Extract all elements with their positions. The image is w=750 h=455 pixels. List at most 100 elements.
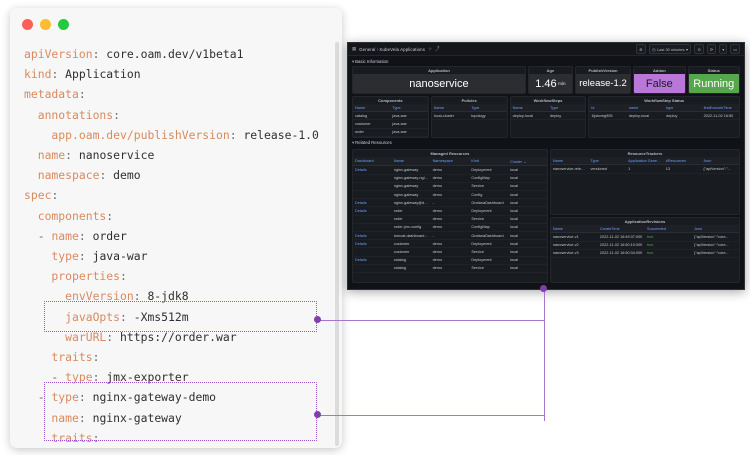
column-header[interactable]: #Resources [663, 157, 702, 166]
code-token: : [106, 208, 114, 223]
time-range-picker[interactable]: ◷ Last 30 minutes ▾ [648, 44, 692, 54]
details-link[interactable]: Details [353, 231, 392, 241]
minimize-icon[interactable] [40, 18, 51, 30]
column-header[interactable]: Name [550, 157, 589, 166]
details-link[interactable]: Details [353, 239, 392, 249]
column-header[interactable]: Type [547, 104, 586, 113]
table-cell: catalog [391, 264, 431, 273]
zoom-icon[interactable] [58, 18, 69, 30]
code-token: traits [24, 430, 93, 445]
panel-title: Managed Resources [430, 151, 470, 157]
column-header[interactable]: Name [510, 104, 548, 113]
zoom-out-icon[interactable]: ⊖ [694, 44, 704, 54]
close-icon[interactable] [22, 18, 33, 30]
code-line: traits: [24, 428, 342, 448]
refresh-icon[interactable]: ⟳ [706, 44, 717, 54]
code-token: - [24, 370, 66, 385]
chevron-down-icon[interactable]: ▾ [352, 140, 355, 146]
code-token: traits [24, 350, 93, 365]
table-cell: local [508, 182, 547, 192]
code-token: : [65, 148, 79, 163]
column-header[interactable]: type [664, 104, 702, 113]
stat-panel-publishversion[interactable]: PublishVersion release-1.2 [574, 65, 632, 94]
column-header[interactable]: CreateTime [597, 225, 645, 234]
table-cell: deploy [664, 111, 702, 121]
column-header[interactable]: Json [691, 225, 739, 234]
details-link[interactable]: Details [353, 206, 392, 216]
dashboard-topbar: ▦ General / KubeVela Applications ☆ ⤴ ⊕ … [348, 43, 744, 56]
table-cell: {"apiVersion":"... [701, 164, 739, 174]
code-token: properties [24, 269, 121, 284]
code-token: : [92, 370, 107, 385]
code-token: - [24, 390, 52, 405]
share-icon[interactable]: ⤴ [434, 46, 440, 51]
code-token: release-1.0 [243, 127, 319, 142]
code-token: kind [24, 67, 52, 82]
column-header[interactable]: Type [390, 104, 428, 113]
column-header[interactable]: Succeeded [644, 225, 692, 234]
time-range-label: Last 30 minutes [657, 46, 685, 52]
star-icon[interactable]: ☆ [428, 46, 432, 51]
column-header[interactable]: Type [588, 157, 627, 166]
table-cell: GrafanaDashboard [469, 231, 509, 241]
stat-panel-application[interactable]: Application nanoservice [352, 65, 526, 94]
table-cell: demo [430, 215, 470, 224]
table-cell: Deployment [469, 239, 509, 249]
stat-value-addon: False [634, 74, 685, 93]
chevron-down-icon[interactable]: ▾ [352, 58, 355, 64]
editor-scrollbar[interactable] [335, 42, 339, 446]
column-header[interactable]: Name [353, 104, 391, 113]
code-line: metadata: [24, 84, 342, 104]
section-related-resources[interactable]: ▾Related Resources [348, 138, 744, 148]
column-header[interactable]: name [626, 104, 665, 113]
column-header[interactable]: id [589, 104, 627, 113]
breadcrumb-page[interactable]: KubeVela Applications [379, 46, 426, 52]
column-header[interactable]: Namespace [430, 157, 470, 167]
add-panel-icon[interactable]: ⊕ [636, 44, 646, 54]
details-link[interactable]: Details [353, 256, 392, 265]
column-header[interactable]: Type [469, 104, 507, 113]
code-token: order [92, 228, 127, 243]
stat-panel-status[interactable]: Status Running [687, 65, 740, 94]
code-token: https://order.war [120, 329, 237, 344]
column-header[interactable]: Name [391, 157, 431, 167]
refresh-interval-caret-icon[interactable]: ▾ [719, 44, 728, 54]
table-cell: demo [430, 247, 470, 257]
table-cell: 1 [626, 164, 664, 174]
code-token: annotations [24, 107, 114, 122]
column-header[interactable]: Dashboard [353, 157, 392, 167]
column-header[interactable]: Cluster ⌄ [508, 157, 547, 167]
code-token: demo [113, 168, 141, 183]
stat-value-application: nanoservice [353, 74, 525, 93]
column-header[interactable]: Kind [469, 157, 509, 167]
details-link[interactable]: Details [353, 198, 392, 208]
breadcrumb-root[interactable]: General [359, 46, 376, 52]
table-cell: true [644, 241, 692, 250]
breadcrumb[interactable]: General / KubeVela Applications [359, 47, 425, 52]
tv-mode-icon[interactable]: ▭ [730, 44, 740, 54]
column-header[interactable]: firstExecuteTime [701, 104, 739, 113]
column-header[interactable]: Name [431, 104, 470, 113]
column-header[interactable]: Name [550, 225, 598, 234]
stat-panel-addon[interactable]: Addon False [633, 65, 686, 94]
details-link[interactable]: Details [353, 165, 392, 175]
section-basic-information[interactable]: ▾Basic Information [348, 56, 744, 66]
column-header[interactable]: Json [701, 157, 739, 166]
column-header[interactable]: Application Generate [626, 157, 664, 166]
